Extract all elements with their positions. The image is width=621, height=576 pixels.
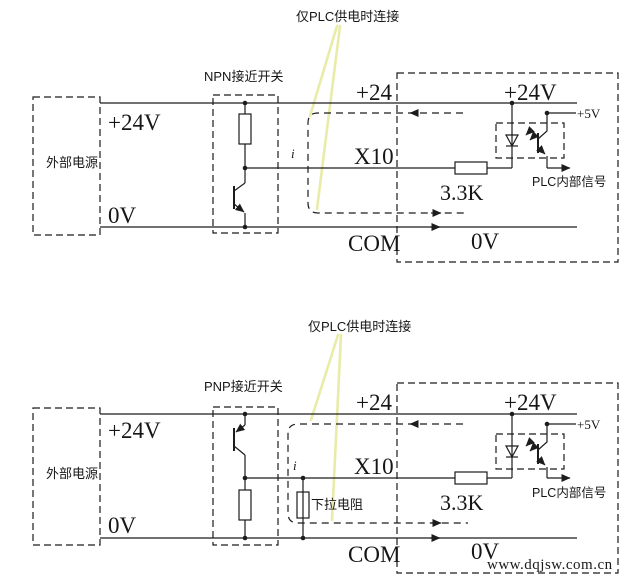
external-power-supply-box: 外部电源	[32, 96, 101, 236]
supply-0v-label: 0V	[108, 203, 137, 228]
pulldown-resistor: 下拉电阻	[296, 475, 363, 541]
optocoupler	[495, 414, 565, 478]
phototransistor-emitter	[536, 456, 546, 466]
annotation-leader-lines	[309, 333, 343, 522]
plc-powered-loop: i	[291, 109, 468, 217]
plc-0v-label: 0V	[471, 229, 500, 254]
switch-type-label: NPN接近开关	[204, 69, 283, 84]
power-supply-label: 外部电源	[46, 466, 98, 481]
terminal-com: COM	[348, 542, 400, 567]
input-resistor-value: 3.3K	[440, 490, 484, 515]
pulldown-label: 下拉电阻	[311, 497, 363, 512]
current-symbol: i	[293, 458, 297, 473]
phototransistor-emitter	[536, 145, 546, 155]
internal-signal-label: PLC内部信号	[532, 174, 606, 189]
terminal-x10: X10	[354, 144, 394, 169]
transistor-collector	[233, 182, 246, 192]
switch-type-label: PNP接近开关	[204, 379, 283, 394]
wires	[100, 413, 577, 542]
light-arrow-icon	[525, 126, 535, 136]
annotation-top: 仅PLC供电时连接	[296, 9, 399, 24]
led-icon	[504, 445, 520, 459]
annotation-bottom: 仅PLC供电时连接	[308, 319, 411, 334]
plc-24v-label: +24V	[504, 390, 557, 415]
supply-0v-label: 0V	[108, 513, 137, 538]
internal-signal-label: PLC内部信号	[532, 485, 606, 500]
terminal-x10: X10	[354, 454, 394, 479]
top-diagram: 外部电源 i NPN接近开关	[32, 9, 619, 263]
supply-24v-label: +24V	[108, 110, 161, 135]
input-resistor	[454, 471, 488, 485]
supply-24v-label: +24V	[108, 418, 161, 443]
power-supply-label: 外部电源	[46, 155, 98, 170]
pnp-proximity-switch: PNP接近开关	[204, 379, 283, 546]
plc-24v-label: +24V	[504, 80, 557, 105]
terminal-24: +24	[356, 80, 392, 105]
external-power-supply-box: 外部电源	[32, 407, 101, 546]
light-arrow-icon	[529, 442, 539, 452]
plc-5v-label: +5V	[577, 417, 601, 432]
switch-resistor	[238, 489, 252, 521]
annotation-leader-lines	[308, 24, 342, 211]
terminal-com: COM	[348, 231, 400, 256]
led-icon	[504, 134, 520, 148]
plc-box: +24 X10 COM +24V 0V 3.3K	[348, 72, 619, 263]
input-resistor-value: 3.3K	[440, 180, 484, 205]
plc-0v-label: 0V	[471, 539, 500, 564]
switch-resistor	[238, 113, 252, 145]
transistor-emitter	[235, 423, 246, 433]
optocoupler	[495, 103, 565, 168]
input-resistor	[454, 161, 488, 175]
light-arrow-icon	[525, 437, 535, 447]
light-arrow-icon	[529, 131, 539, 141]
terminal-24: +24	[356, 390, 392, 415]
phototransistor-collector	[537, 113, 548, 140]
transistor-collector	[233, 445, 246, 456]
bottom-diagram: 外部电源 i PNP接近开关	[32, 319, 619, 574]
wires	[100, 102, 577, 231]
current-symbol: i	[291, 146, 295, 161]
watermark: www.dqjsw.com.cn	[487, 557, 613, 573]
plc-box: +24 X10 COM +24V 0V 3.3K	[348, 382, 619, 574]
npn-proximity-switch: NPN接近开关	[204, 69, 283, 234]
plc-5v-label: +5V	[577, 106, 601, 121]
phototransistor-collector	[537, 424, 548, 451]
plc-powered-loop: i	[287, 420, 468, 527]
transistor-emitter	[233, 203, 245, 213]
